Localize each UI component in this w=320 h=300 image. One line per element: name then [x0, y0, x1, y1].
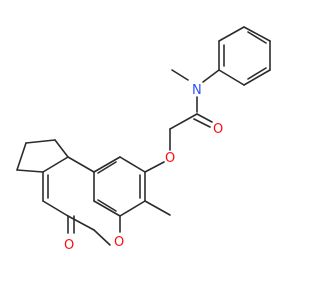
bond-pyran-2 [93, 229, 111, 246]
bond-pyran-7 [67, 215, 95, 231]
bond-pyran-6 [42, 200, 69, 217]
bond-carbonyl-c-o-1 [196, 113, 213, 123]
bond-benz-1 [119, 156, 146, 173]
bond-phenyl-6 [218, 69, 245, 86]
atom-o-carbonyl: O [213, 122, 223, 137]
atom-labels: N O O O O [64, 83, 223, 253]
atom-o-lactone: O [64, 238, 74, 253]
bond-cyclo-1 [54, 139, 69, 158]
bond-n-methyl [171, 69, 189, 81]
bond-benz-2 [93, 156, 121, 173]
bond-o-ether-aryl [144, 161, 165, 173]
bond-aryl-methyl [144, 200, 171, 216]
bond-benz-5 [119, 200, 146, 217]
bond-benz-4 [93, 200, 121, 217]
bond-phenyl-inner-3 [247, 67, 267, 80]
atom-n-amide: N [192, 83, 202, 98]
molecule-structure: N O O O O [16, 26, 271, 253]
bond-carbonyl-ch2 [169, 113, 198, 130]
bond-carbonyl-c-o-2 [193, 118, 211, 128]
structure-diagram: N O O O O [16, 26, 271, 253]
bond-cyclo-2 [25, 139, 56, 144]
bonds [16, 26, 271, 246]
bond-pyran-3 [67, 156, 95, 173]
bond-phenyl-3 [243, 26, 271, 42]
bond-cyclo-4 [16, 169, 44, 173]
bond-phenyl-2 [218, 26, 245, 42]
atom-o-ether: O [165, 151, 175, 166]
bond-phenyl-inner-2 [247, 31, 267, 44]
bond-benz-inner-3 [97, 199, 117, 212]
bond-phenyl-5 [243, 69, 271, 86]
bond-pyran-4 [42, 156, 69, 173]
atom-o-ring: O [114, 235, 124, 250]
bond-cyclo-3 [16, 142, 27, 171]
bond-phenyl-n [202, 69, 220, 83]
bond-benz-inner-2 [97, 161, 117, 174]
